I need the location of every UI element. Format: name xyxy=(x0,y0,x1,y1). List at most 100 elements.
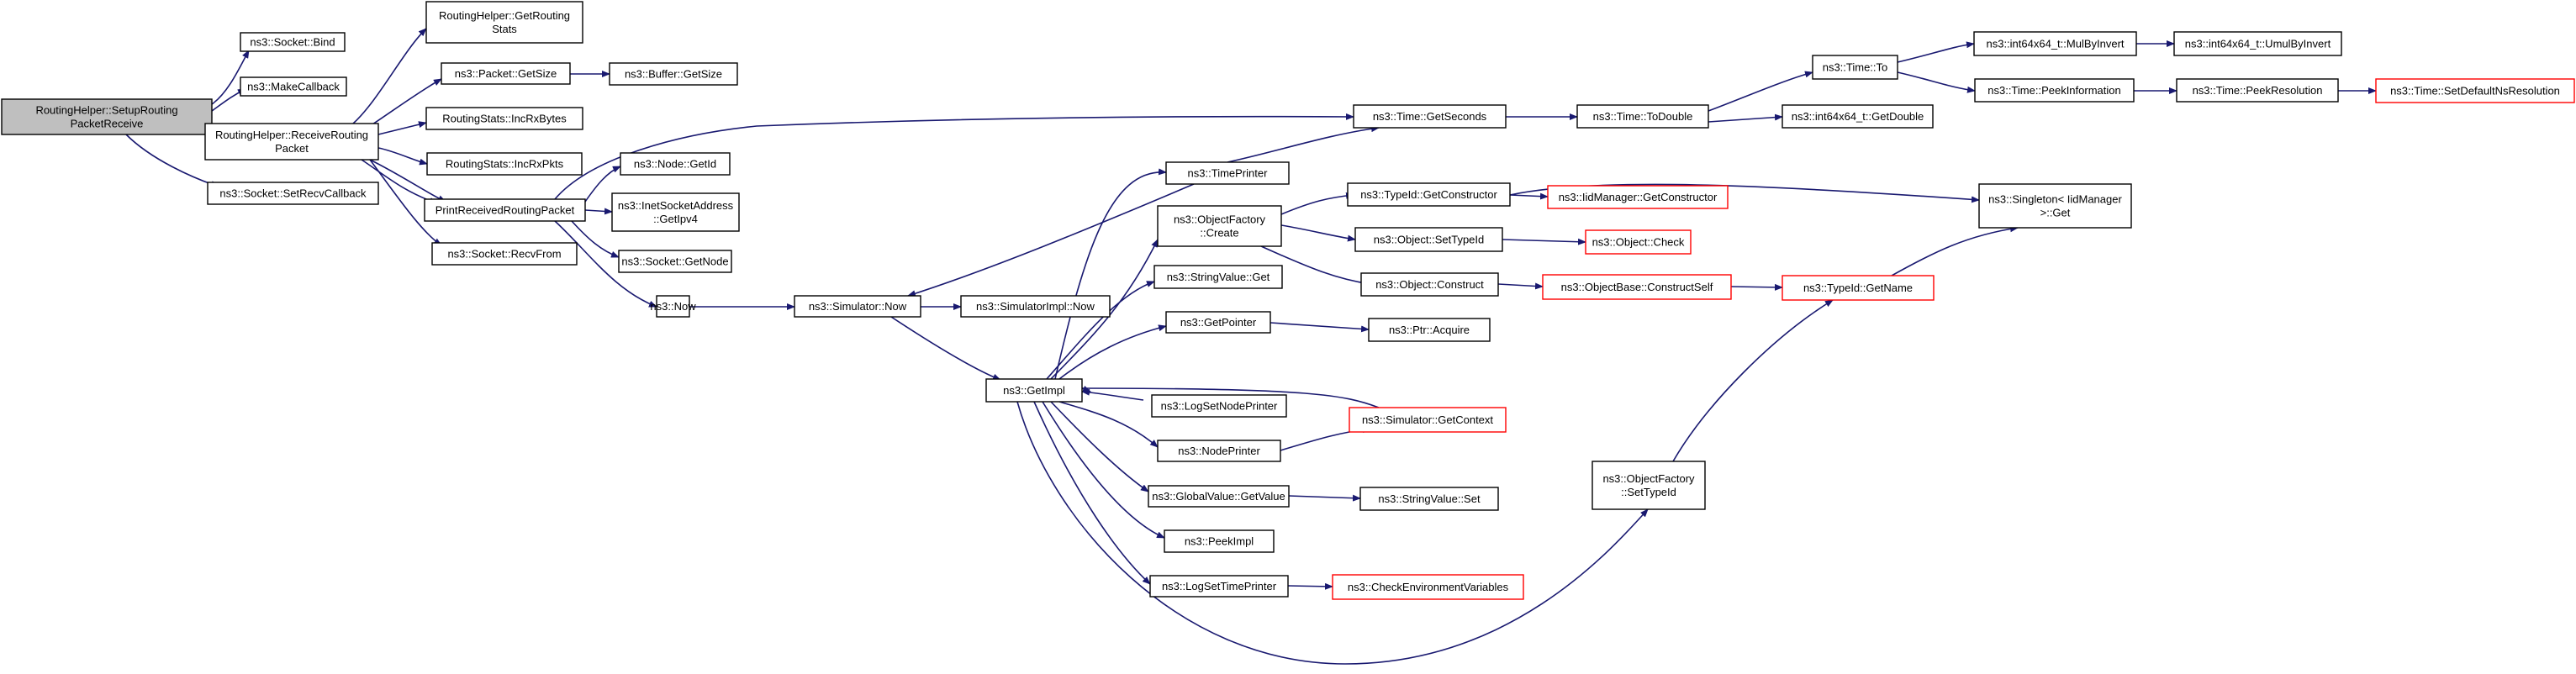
node-typeidgetname[interactable]: ns3::TypeId::GetName xyxy=(1782,275,1935,301)
call-edge xyxy=(1897,71,1976,93)
node-logsettime[interactable]: ns3::LogSetTimePrinter xyxy=(1149,575,1289,598)
node-recvfrom[interactable]: ns3::Socket::RecvFrom xyxy=(431,242,578,266)
node-box xyxy=(1592,461,1706,510)
node-sockbind[interactable]: ns3::Socket::Bind xyxy=(240,32,346,52)
node-sockgetnode[interactable]: ns3::Socket::GetNode xyxy=(618,250,732,273)
call-edge xyxy=(1897,41,1975,63)
call-edge xyxy=(1270,322,1370,333)
node-printrecv[interactable]: PrintReceivedRoutingPacket xyxy=(424,198,586,222)
call-edge xyxy=(1042,401,1165,539)
node-label: ns3::Time::To xyxy=(1823,61,1888,74)
node-label: >::Get xyxy=(2040,207,2071,219)
node-label: ::Create xyxy=(1200,227,1238,240)
node-strvalset[interactable]: ns3::StringValue::Set xyxy=(1359,487,1499,511)
node-label: ns3::IidManager::GetConstructor xyxy=(1559,191,1718,203)
node-timeprinter[interactable]: ns3::TimePrinter xyxy=(1165,161,1290,185)
node-box xyxy=(441,62,571,85)
call-edge xyxy=(1497,282,1544,290)
node-inetipv4[interactable]: ns3::InetSocketAddress::GetIpv4 xyxy=(611,192,740,232)
node-box xyxy=(1973,31,2137,56)
node-box xyxy=(1368,318,1491,342)
call-edge xyxy=(1016,401,1649,665)
node-ptracquire[interactable]: ns3::Ptr::Acquire xyxy=(1368,318,1491,342)
call-edge xyxy=(369,159,442,246)
node-objfsettid[interactable]: ns3::ObjectFactory::SetTypeId xyxy=(1592,461,1706,510)
call-edge xyxy=(1227,125,1380,163)
node-box xyxy=(1359,487,1499,511)
node-objfcreate[interactable]: ns3::ObjectFactory::Create xyxy=(1157,205,1282,247)
node-label: PrintReceivedRoutingPacket xyxy=(435,204,575,217)
node-simnow[interactable]: ns3::Simulator::Now xyxy=(794,295,921,318)
node-umulbyinvert[interactable]: ns3::int64x64_t::UmulByInvert xyxy=(2173,31,2342,56)
node-box xyxy=(1347,182,1511,207)
node-timetodouble[interactable]: ns3::Time::ToDouble xyxy=(1576,104,1709,129)
node-setdefres[interactable]: ns3::Time::SetDefaultNsResolution xyxy=(2375,78,2575,103)
call-edge xyxy=(352,28,427,124)
node-timeto[interactable]: ns3::Time::To xyxy=(1812,55,1898,80)
call-edge xyxy=(584,208,613,215)
node-box xyxy=(609,62,738,86)
node-label: ns3::Packet::GetSize xyxy=(455,67,557,80)
node-pktsize[interactable]: ns3::Packet::GetSize xyxy=(441,62,571,85)
node-bufsize[interactable]: ns3::Buffer::GetSize xyxy=(609,62,738,86)
node-simimplnow[interactable]: ns3::SimulatorImpl::Now xyxy=(960,295,1111,318)
node-box xyxy=(1812,55,1898,80)
node-mulbyinvert[interactable]: ns3::int64x64_t::MulByInvert xyxy=(1973,31,2137,56)
node-box xyxy=(1974,78,2135,103)
node-singletonget[interactable]: ns3::Singleton< IidManager>::Get xyxy=(1978,183,2132,229)
call-edge xyxy=(571,220,620,258)
call-edge xyxy=(1046,281,1155,380)
node-label: ns3::Object::Construct xyxy=(1375,278,1484,291)
node-iidgetctor[interactable]: ns3::IidManager::GetConstructor xyxy=(1547,185,1729,209)
node-objcheck[interactable]: ns3::Object::Check xyxy=(1585,229,1692,255)
node-box xyxy=(1360,272,1499,297)
node-nodeprinter[interactable]: ns3::NodePrinter xyxy=(1157,440,1281,462)
node-label: ns3::Time::ToDouble xyxy=(1593,110,1693,123)
node-box xyxy=(1151,394,1287,418)
node-checkenv[interactable]: ns3::CheckEnvironmentVariables xyxy=(1332,574,1524,600)
node-logsetnode[interactable]: ns3::LogSetNodePrinter xyxy=(1151,394,1287,418)
node-objsettypeid[interactable]: ns3::Object::SetTypeId xyxy=(1354,227,1503,252)
node-box xyxy=(1164,529,1275,553)
call-edge xyxy=(1081,388,1144,401)
node-typeidgetctor[interactable]: ns3::TypeId::GetConstructor xyxy=(1347,182,1511,207)
node-objconstruct[interactable]: ns3::Object::Construct xyxy=(1360,272,1499,297)
node-objbasector[interactable]: ns3::ObjectBase::ConstructSelf xyxy=(1542,274,1732,300)
node-int64getdouble[interactable]: ns3::int64x64_t::GetDouble xyxy=(1782,104,1934,129)
call-edge xyxy=(554,113,1354,200)
node-getimpl[interactable]: ns3::GetImpl xyxy=(985,378,1083,403)
call-edge xyxy=(1288,494,1361,502)
node-timegetsec[interactable]: ns3::Time::GetSeconds xyxy=(1353,104,1507,129)
node-setrecvcb[interactable]: ns3::Socket::SetRecvCallback xyxy=(207,182,379,205)
node-label: ns3::StringValue::Set xyxy=(1378,492,1481,505)
node-peekres[interactable]: ns3::Time::PeekResolution xyxy=(2176,78,2339,103)
node-makecb[interactable]: ns3::MakeCallback xyxy=(240,76,347,97)
node-rxbytes[interactable]: RoutingStats::IncRxBytes xyxy=(425,107,583,130)
call-edge xyxy=(1502,238,1586,245)
call-edge xyxy=(1287,582,1333,590)
node-now[interactable]: ns3::Now xyxy=(650,295,696,318)
node-simgetctx[interactable]: ns3::Simulator::GetContext xyxy=(1349,407,1507,433)
node-box xyxy=(240,76,347,97)
node-nodegetid[interactable]: ns3::Node::GetId xyxy=(620,152,731,176)
node-getpointer[interactable]: ns3::GetPointer xyxy=(1165,311,1271,334)
node-label: ns3::SimulatorImpl::Now xyxy=(976,300,1095,313)
node-box xyxy=(1576,104,1709,129)
call-edge xyxy=(211,50,250,105)
node-peekimpl[interactable]: ns3::PeekImpl xyxy=(1164,529,1275,553)
node-label: ns3::Socket::SetRecvCallback xyxy=(219,187,367,200)
node-rxpkts[interactable]: RoutingStats::IncRxPkts xyxy=(426,152,583,176)
node-label: ns3::Time::PeekResolution xyxy=(2193,84,2323,97)
node-box xyxy=(656,295,690,318)
node-label: ns3::int64x64_t::UmulByInvert xyxy=(2185,38,2331,50)
node-peekinfo[interactable]: ns3::Time::PeekInformation xyxy=(1974,78,2135,103)
node-box xyxy=(426,152,583,176)
call-edge xyxy=(1280,192,1354,215)
node-label: ns3::Object::SetTypeId xyxy=(1374,234,1485,246)
node-strvalget[interactable]: ns3::StringValue::Get xyxy=(1153,265,1283,289)
node-gvgetvalue[interactable]: ns3::GlobalValue::GetValue xyxy=(1148,485,1290,508)
node-box xyxy=(611,192,740,232)
